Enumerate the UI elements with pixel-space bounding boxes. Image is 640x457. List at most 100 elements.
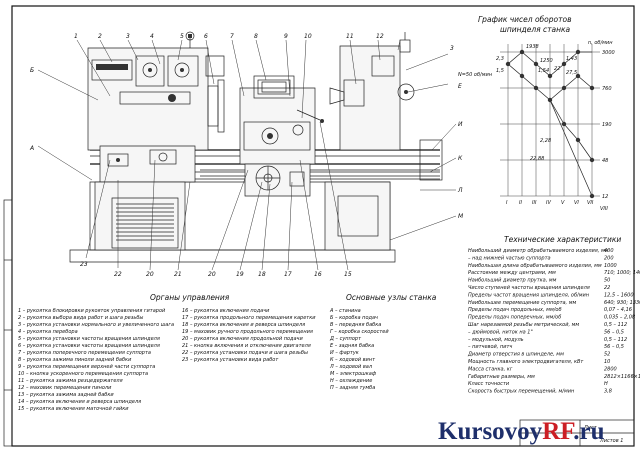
left-value-2: 1,5 [496, 68, 504, 74]
spec-label: Габаритные размеры, мм [468, 374, 535, 380]
control-item: 8 – рукоятка зажима пиноли задней бабки [18, 357, 132, 363]
control-item: 18 – рукоятка включения и реверса шпинде… [182, 322, 305, 328]
callout-15: 15 [344, 271, 352, 278]
speed-graph: График чисел оборотов шпинделя станка n,… [458, 15, 615, 212]
control-item: 10 – кнопка ускоренного перемещения супп… [18, 371, 148, 377]
top-value-1: 1938 [526, 44, 539, 50]
spec-label: – модульной, модуль [468, 337, 524, 343]
callout-right-K: К [458, 155, 463, 162]
spec-label: Скорость быстрых перемещений, м/мин [468, 389, 575, 395]
callout-2: 2 [98, 33, 102, 40]
rpm-label-5: 12 [602, 194, 608, 200]
callout-16: 16 [314, 271, 322, 278]
unit-item: Л – ходовой вал [329, 364, 373, 370]
apron [244, 163, 311, 197]
control-item: 12 – маховик перемещения пиноли [18, 385, 112, 391]
callout-right-I: И [458, 121, 463, 128]
right-pedestal [324, 181, 391, 251]
callouts-right: 3 И Е К Л М [450, 45, 464, 220]
spec-label: – питчевой, питч [468, 344, 512, 350]
spec-value: 0,5 – 112 [604, 337, 627, 343]
spec-label: Наибольшее перемещение суппорта, мм [468, 300, 576, 306]
callout-6: 6 [204, 33, 208, 40]
spec-label: – дюймовой, ниток на 1" [468, 329, 533, 335]
rpm-label-1: 3000 [602, 50, 615, 56]
spec-value: 50 [604, 278, 610, 284]
shaft-V: V [561, 200, 565, 206]
spec-label: Наибольший диаметр прутка, мм [468, 278, 557, 284]
control-item: 2 – рукоятка выбора вида работ и шага ре… [18, 315, 143, 321]
spec-label: Мощность главного электродвигателя, кВт [468, 359, 584, 365]
callout-20b: 20 [208, 271, 216, 278]
specifications: Технические характеристики Наибольший ди… [467, 235, 640, 395]
callout-5: 5 [180, 33, 184, 40]
unit-item: Е – задняя бабка [330, 343, 374, 349]
shaft-III: III [532, 200, 537, 206]
callout-4: 4 [150, 33, 154, 40]
shaft-II: II [519, 200, 522, 206]
spec-value: 2812×1166×1324 [604, 374, 640, 380]
shaft-VII: VII [587, 200, 594, 206]
spec-value: 200 [604, 255, 614, 261]
unit-item: М – электрошкаф [330, 371, 377, 377]
control-item: 22 – рукоятка установки подачи и шага ре… [182, 350, 308, 356]
feed-gearbox [99, 145, 196, 183]
unit-item: Д – суппорт [329, 336, 362, 342]
callout-3: 3 [126, 33, 130, 40]
control-item: 7 – рукоятка поперечного перемещения суп… [18, 350, 151, 356]
spec-value: 12,5 – 1600 [604, 292, 634, 298]
spec-value: 0,035 – 2,08 [604, 315, 635, 321]
side-strip [3, 199, 13, 447]
stamp-sheets: Листов 1 [599, 438, 623, 444]
control-item: 5 – рукоятка установки частоты вращения … [18, 336, 160, 342]
rpm-label-3: 190 [602, 122, 612, 128]
rpm-label-4: 48 [602, 158, 608, 164]
control-item: 6 – рукоятка установки частоты вращения … [18, 343, 160, 349]
unit-item: П – задняя тумба [330, 385, 375, 391]
unit-item: Н – охлаждение [330, 378, 372, 384]
spec-value: 710; 1000; 1400 [604, 270, 640, 276]
callout-9: 9 [284, 33, 288, 40]
controls-list: Органы управления 1 – рукоятка блокировк… [18, 293, 316, 412]
graph-nodes [505, 49, 595, 199]
callout-1: 1 [74, 33, 78, 40]
spec-value: 56 – 0,5 [604, 344, 624, 350]
callout-22: 22 [114, 271, 122, 278]
callout-leaders [37, 39, 457, 271]
spec-value: Н [604, 381, 608, 387]
unit-item: А – станина [329, 308, 361, 314]
units-title: Основные узлы станка [346, 293, 437, 302]
callout-21: 21 [174, 271, 182, 278]
rpm-label-2: 760 [602, 86, 612, 92]
callout-right-E: Е [458, 83, 462, 90]
unit-item: Г – коробка скоростей [330, 329, 389, 335]
spec-label: Масса станка, кг [468, 366, 513, 372]
spec-label: Наибольшая длина обрабатываемого изделия… [468, 263, 602, 269]
spec-label: Диаметр отверстия в шпинделе, мм [467, 352, 564, 358]
graph-shaft-lines [507, 44, 593, 196]
control-item: 1 – рукоятка блокировки рукояток управле… [18, 308, 166, 314]
spec-label: Пределы подач поперечных, мм/об [468, 315, 561, 321]
spec-value: 22 [604, 285, 610, 291]
callouts-top: 1 2 3 4 5 6 7 8 9 10 11 12 [74, 33, 384, 40]
chuck [207, 85, 219, 127]
unit-item: И – фартук [330, 350, 359, 356]
control-item: 13 – рукоятка зажима задней бабки [18, 392, 114, 398]
callout-right-M: М [458, 213, 464, 220]
watermark-logo: KursovoyRF.ru [438, 418, 638, 448]
control-item: 21 – кнопка включения и отключения двига… [182, 343, 311, 349]
spec-label: Шаг нарезаемой резьбы метрической, мм [468, 322, 579, 328]
callout-right-L: Л [457, 187, 463, 194]
callout-23: 23 [80, 261, 88, 268]
apron-dial-icon [261, 127, 279, 145]
callout-11: 11 [346, 33, 354, 40]
spec-value: 52 [604, 352, 610, 358]
callout-17: 17 [284, 271, 292, 278]
spec-value: 56 – 0,5 [604, 329, 624, 335]
control-item: 11 – рукоятка зажима резцедержателя [18, 378, 123, 384]
callout-10: 10 [304, 33, 312, 40]
tailstock [339, 45, 401, 151]
control-item: 15 – рукоятка включения маточной гайки [18, 406, 129, 412]
